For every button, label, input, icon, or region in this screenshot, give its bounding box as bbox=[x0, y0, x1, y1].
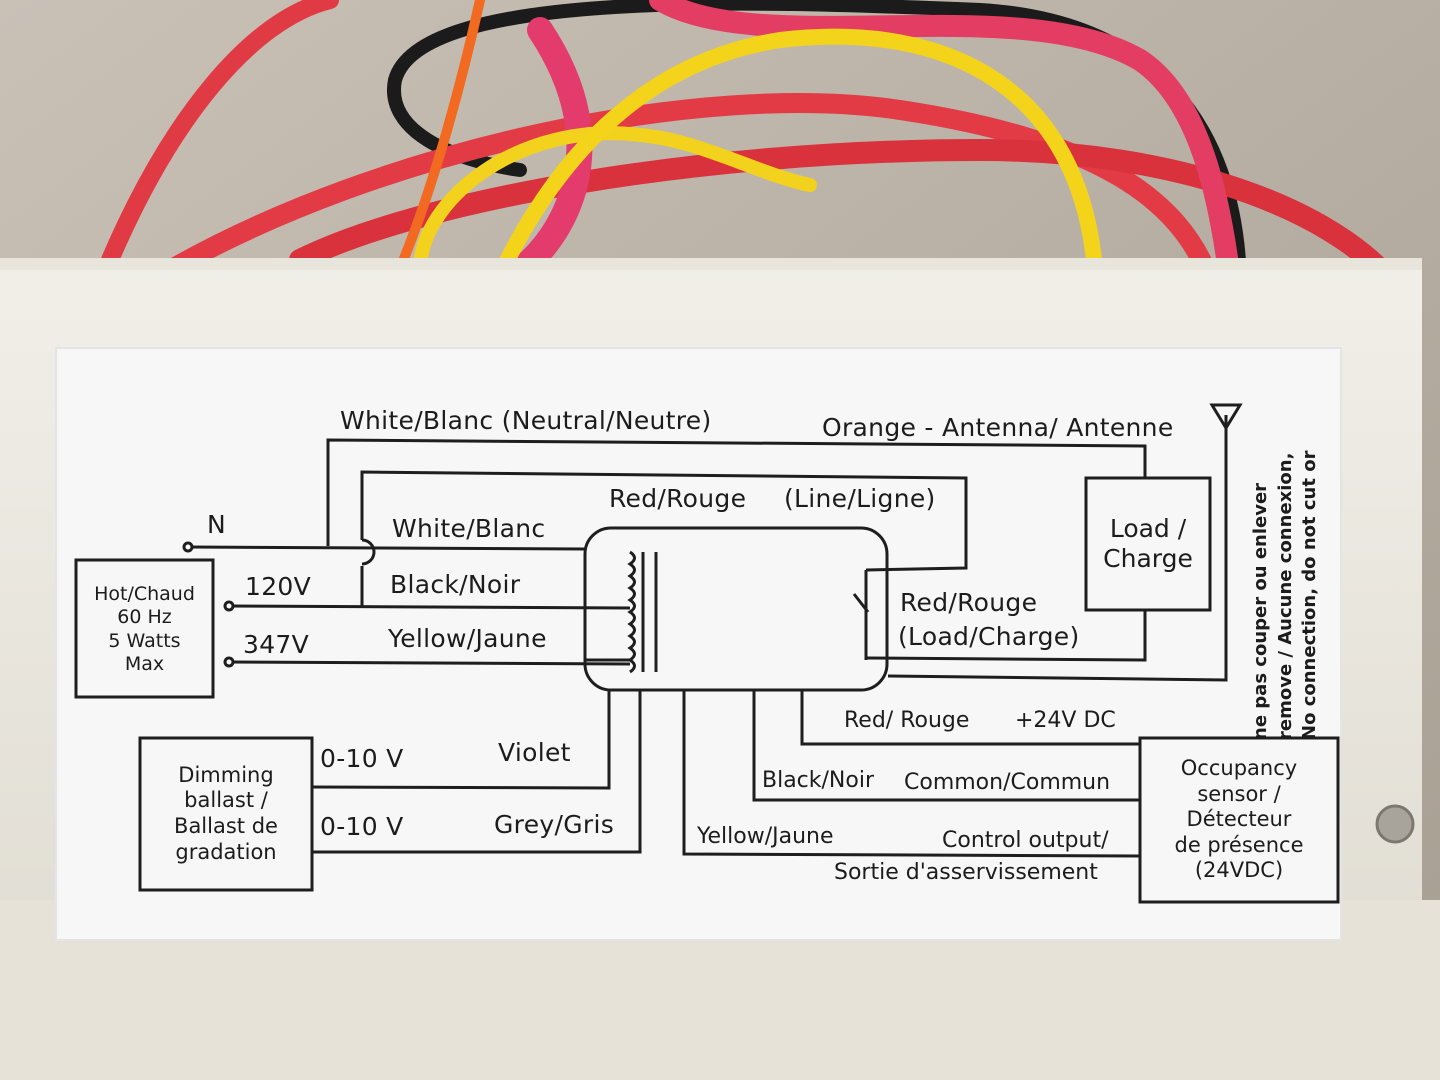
yellow-wire-1 bbox=[413, 126, 817, 277]
wire-bundle bbox=[101, 0, 1401, 291]
dimming-voltage-b: 0-10 V bbox=[320, 812, 404, 841]
violet-wire-label: Violet bbox=[498, 738, 571, 767]
pink-wire bbox=[507, 17, 593, 283]
dimming-line: Dimming bbox=[178, 762, 274, 787]
mounting-screw bbox=[1375, 804, 1415, 844]
voltage-347-label: 347V bbox=[243, 630, 310, 659]
antenna-wire-label: Orange - Antenna/ Antenne bbox=[822, 413, 1174, 442]
grey-wire-label: Grey/Gris bbox=[494, 810, 615, 839]
orange-wire bbox=[390, 0, 485, 285]
supply-line: Max bbox=[124, 652, 165, 675]
supply-line: Hot/Chaud bbox=[94, 583, 195, 606]
load-line: Charge bbox=[1103, 544, 1193, 573]
dimming-line: ballast / bbox=[184, 788, 268, 813]
sensor-line: de présence bbox=[1174, 832, 1304, 857]
warning-line: ne pas couper ou enlever bbox=[1250, 482, 1271, 740]
antenna-warning: No connection, do not cut or remove / Au… bbox=[1250, 400, 1322, 740]
dimming-voltage-a: 0-10 V bbox=[320, 744, 404, 773]
dimming-ballast-box: Dimming ballast / Ballast de gradation bbox=[140, 744, 312, 884]
supply-line: 60 Hz bbox=[117, 606, 172, 629]
load-charge-label: (Load/Charge) bbox=[898, 622, 1080, 651]
common-label: Common/Commun bbox=[904, 770, 1111, 795]
yellow-wire-label: Yellow/Jaune bbox=[388, 624, 547, 653]
sensor-line: Détecteur bbox=[1186, 807, 1292, 832]
dc-24-label: +24V DC bbox=[1015, 708, 1116, 733]
warning-line: remove / Aucune connexion, bbox=[1274, 452, 1296, 740]
sensor-line: sensor / bbox=[1197, 781, 1281, 806]
white-wire-label: White/Blanc bbox=[392, 514, 546, 543]
sensor-black-label: Black/Noir bbox=[762, 768, 875, 793]
red-wire-2 bbox=[160, 93, 1220, 290]
voltage-120-label: 120V bbox=[245, 572, 312, 601]
load-line: Load / bbox=[1109, 513, 1187, 543]
neutral-wire-label: White/Blanc (Neutral/Neutre) bbox=[340, 406, 712, 435]
pink-wire-2 bbox=[649, 0, 1241, 291]
neutral-terminal-label: N bbox=[207, 510, 227, 539]
sensor-line: (24VDC) bbox=[1194, 858, 1284, 883]
occupancy-sensor-box: Occupancy sensor / Détecteur de présence… bbox=[1140, 742, 1338, 898]
control-output-label: Control output/ bbox=[942, 828, 1109, 853]
sensor-red-label: Red/ Rouge bbox=[844, 708, 970, 733]
supply-box-text: Hot/Chaud 60 Hz 5 Watts Max bbox=[76, 566, 213, 693]
black-wire-label: Black/Noir bbox=[390, 570, 521, 599]
supply-line: 5 Watts bbox=[108, 629, 181, 652]
control-output-fr-label: Sortie d'asservissement bbox=[834, 860, 1098, 885]
dimming-line: gradation bbox=[175, 839, 277, 864]
line-wire-label: Red/Rouge bbox=[609, 484, 747, 513]
load-red-label: Red/Rouge bbox=[900, 588, 1038, 617]
red-wire-1 bbox=[101, 0, 339, 269]
yellow-wire-2 bbox=[492, 28, 1103, 283]
line-wire-suffix: (Line/Ligne) bbox=[784, 484, 936, 513]
sensor-yellow-label: Yellow/Jaune bbox=[697, 824, 834, 849]
wiring-lines bbox=[74, 403, 1340, 904]
load-box-text: Load / Charge bbox=[1086, 484, 1210, 604]
warning-line: No connection, do not cut or bbox=[1299, 450, 1320, 740]
sensor-line: Occupancy bbox=[1180, 755, 1298, 780]
dimming-line: Ballast de bbox=[174, 814, 278, 838]
